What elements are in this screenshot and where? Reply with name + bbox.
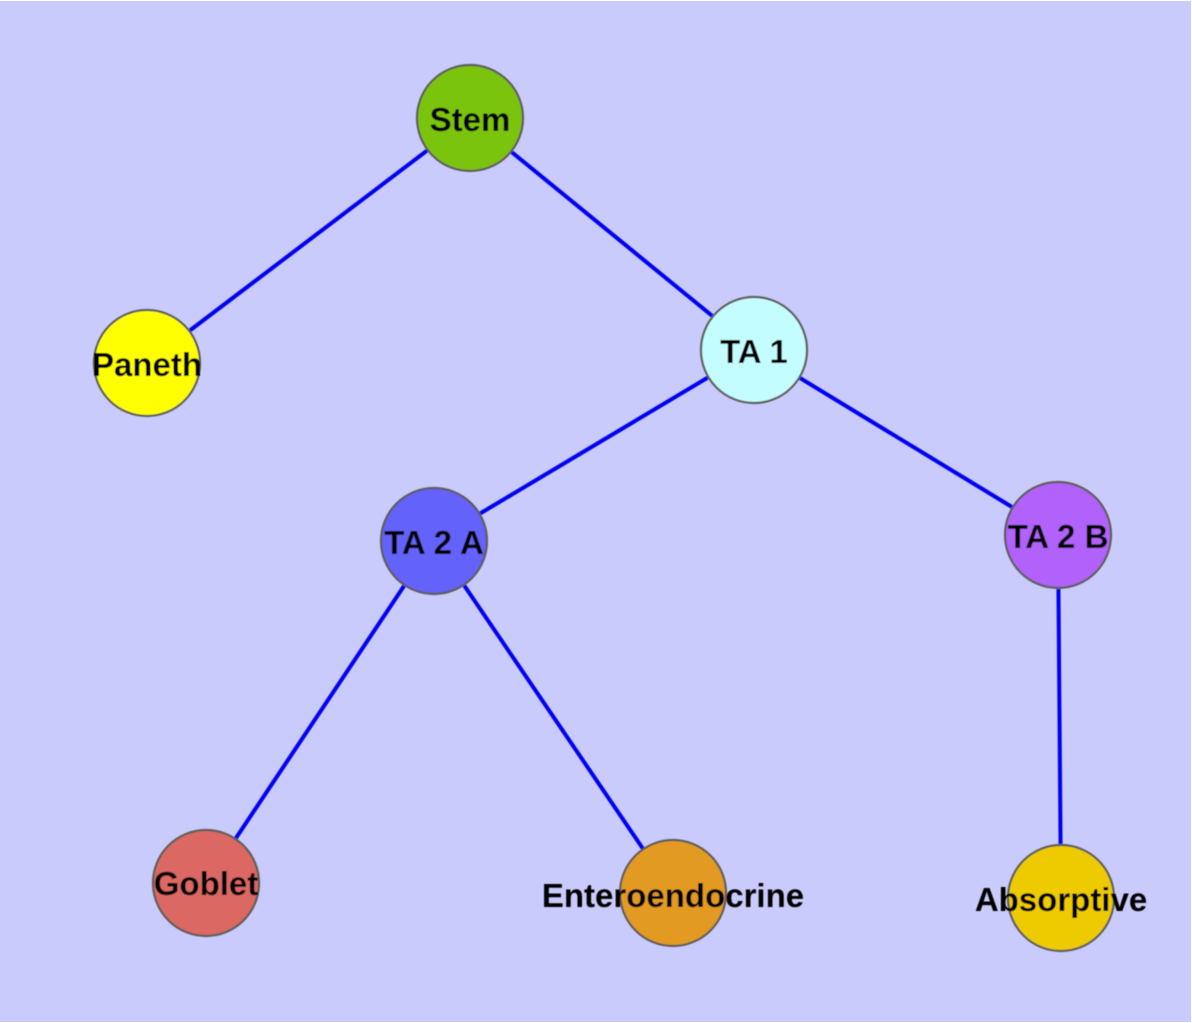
svg-text:Stem: Stem — [430, 101, 511, 138]
svg-text:Goblet: Goblet — [154, 865, 259, 902]
svg-text:Paneth: Paneth — [92, 346, 202, 383]
svg-text:TA 1: TA 1 — [720, 333, 788, 370]
svg-text:TA 2 B: TA 2 B — [1008, 518, 1109, 555]
svg-text:TA 2 A: TA 2 A — [384, 524, 484, 561]
svg-text:Absorptive: Absorptive — [975, 881, 1147, 918]
svg-text:Enteroendocrine: Enteroendocrine — [542, 877, 804, 914]
